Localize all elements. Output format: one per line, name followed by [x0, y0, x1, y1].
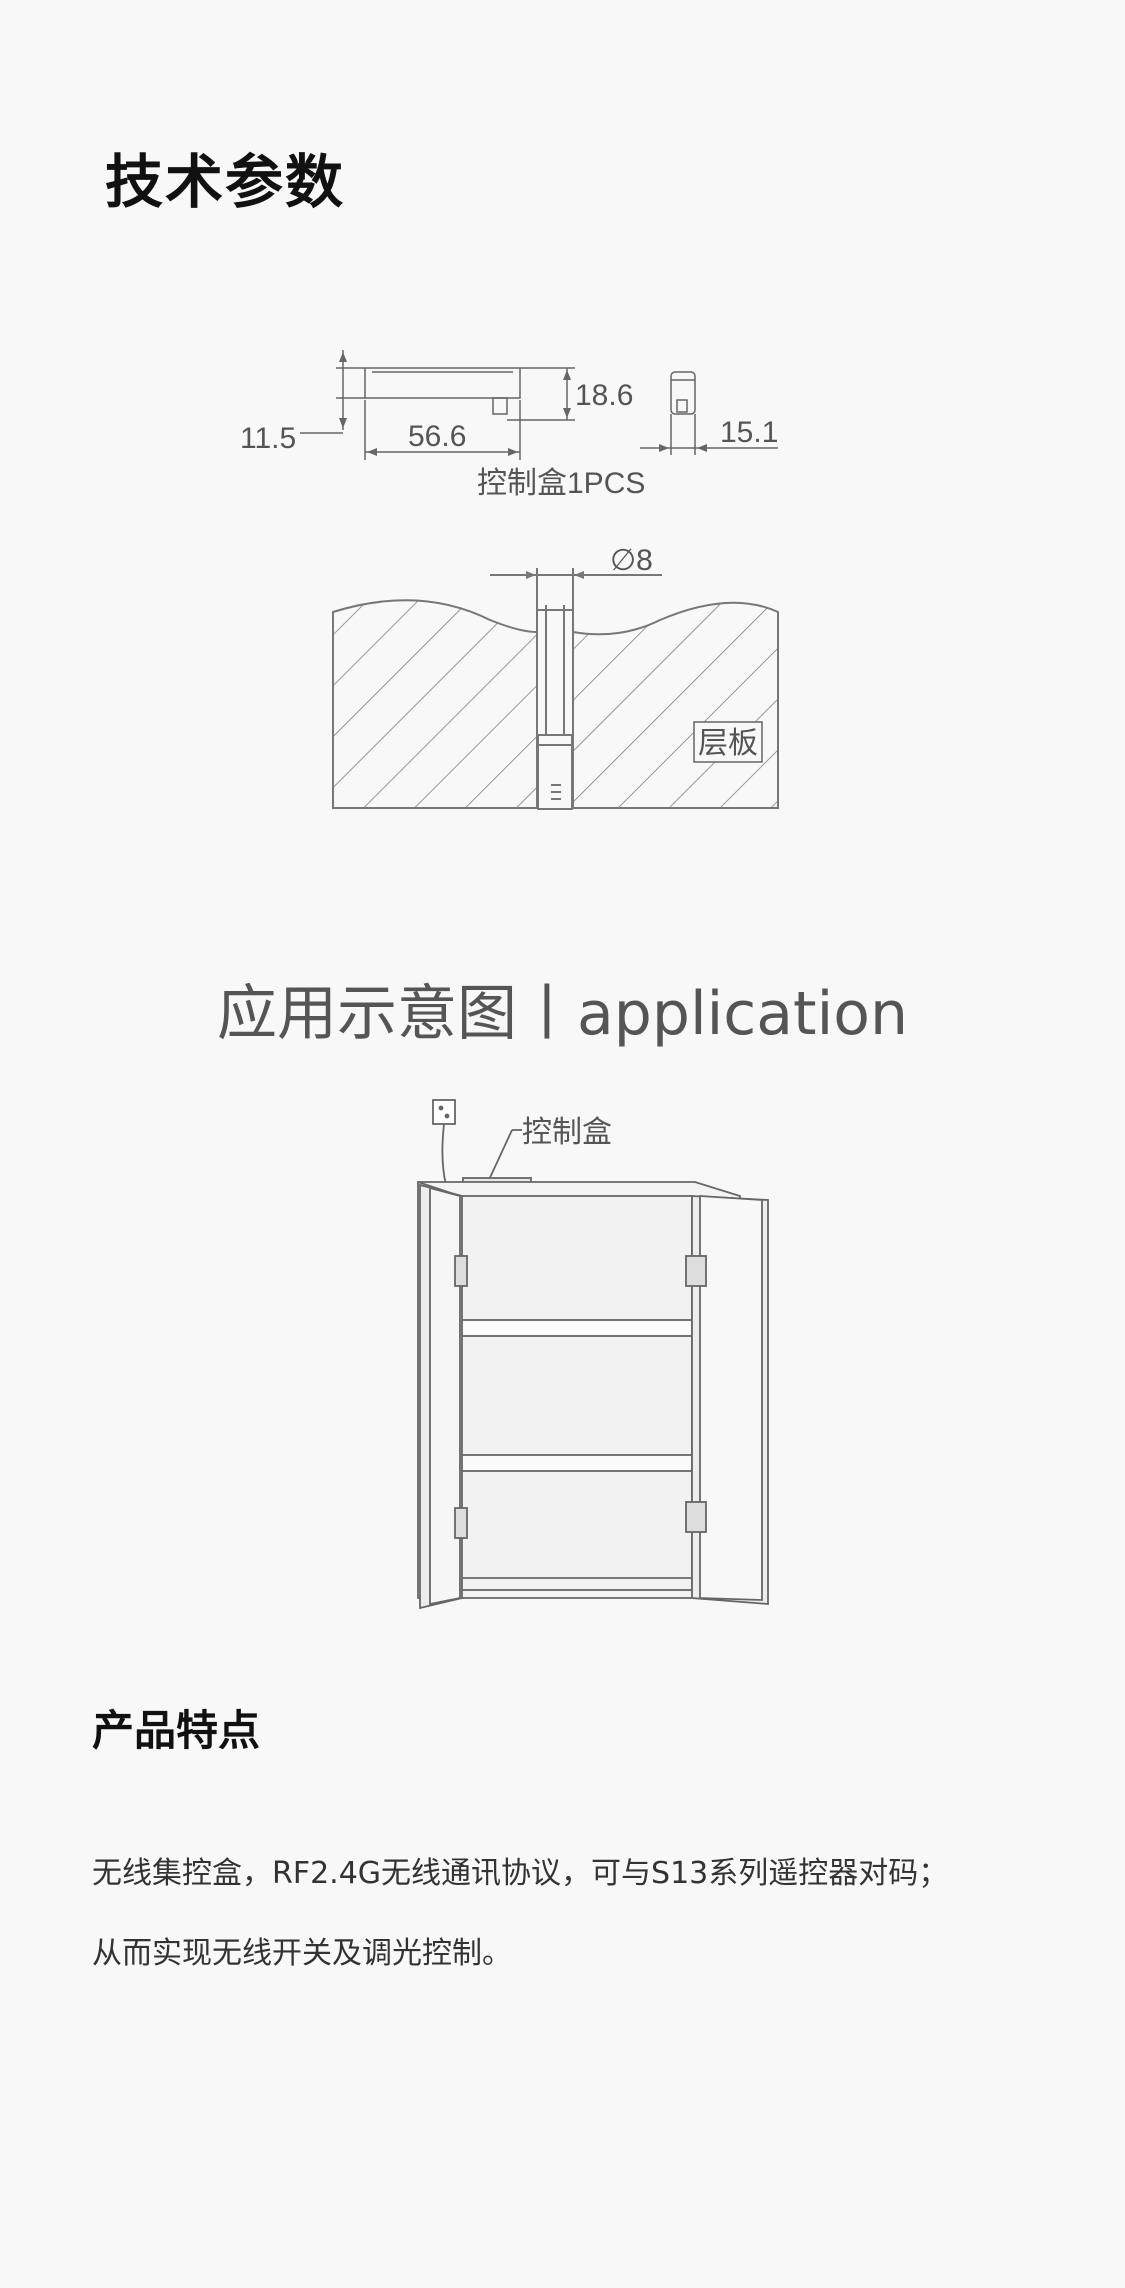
dim-width: 15.1: [720, 416, 778, 449]
control-box-dimension-drawing: 11.5 56.6 18.6 15.1 控制盒1PCS ∅8 层板: [240, 350, 779, 810]
dim-hole-diameter: ∅8: [610, 544, 653, 577]
feature-line-1: 无线集控盒，RF2.4G无线通讯协议，可与S13系列遥控器对码；: [92, 1856, 949, 1891]
control-box-label: 控制盒: [522, 1116, 612, 1149]
dim-caption: 控制盒1PCS: [477, 467, 645, 500]
spec-title: 技术参数: [105, 148, 346, 216]
feature-line-2: 从而实现无线开关及调光控制。: [92, 1936, 512, 1971]
features-title: 产品特点: [92, 1706, 261, 1755]
cabinet-application-diagram: 控制盒: [417, 1099, 769, 1610]
dim-length: 56.6: [408, 420, 466, 453]
dim-height-right: 18.6: [575, 379, 633, 412]
application-title: 应用示意图丨application: [217, 979, 908, 1049]
shelf-label: 层板: [698, 727, 758, 760]
dim-height-left: 11.5: [240, 422, 296, 455]
